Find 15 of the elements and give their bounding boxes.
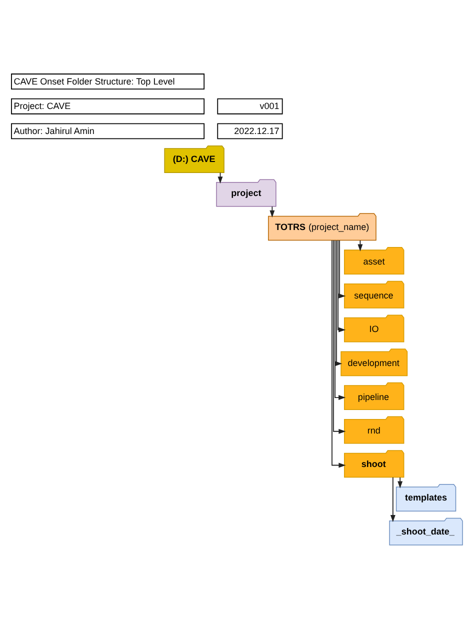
arrow bbox=[338, 240, 346, 298]
node-box: v001 bbox=[217, 98, 283, 114]
arrow bbox=[390, 476, 396, 522]
arrow bbox=[338, 240, 346, 332]
arrow bbox=[332, 240, 346, 468]
node-box: Project: CAVE bbox=[11, 98, 205, 114]
arrow bbox=[270, 206, 275, 218]
arrow bbox=[334, 240, 346, 400]
node-box: CAVE Onset Folder Structure: Top Level bbox=[11, 74, 205, 90]
node-box: Author: Jahirul Amin bbox=[11, 123, 205, 140]
arrow bbox=[333, 240, 346, 434]
node-box: 2022.12.17 bbox=[217, 123, 283, 140]
arrow bbox=[358, 240, 363, 252]
arrow bbox=[398, 477, 403, 488]
arrow bbox=[335, 240, 342, 366]
